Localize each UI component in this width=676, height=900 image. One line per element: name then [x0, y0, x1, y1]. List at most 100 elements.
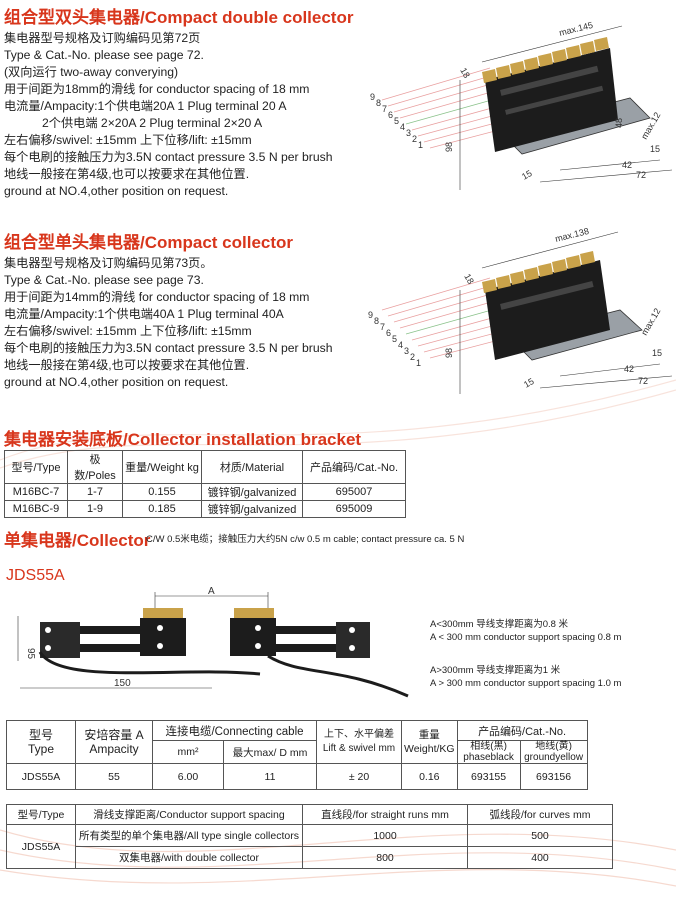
header-phase: 相线(黑) — [470, 741, 507, 752]
cell: 11 — [223, 763, 317, 790]
header-lift: 上下、水平偏差 — [324, 729, 394, 740]
pole-label: 9 — [368, 310, 373, 320]
collector-right — [230, 608, 409, 698]
table-header-row: 型号/Type 滑线支撑距离/Conductor support spacing… — [6, 804, 613, 825]
header-type-en: Type — [27, 742, 54, 756]
dim-15b: 15 — [522, 376, 536, 390]
spec-line: ground at NO.4,other position on request… — [4, 375, 229, 389]
pole-label: 7 — [382, 104, 387, 114]
spacing-note: A>300mm 导线支撑距离为1 米 — [430, 665, 561, 676]
spec-line: 每个电刷的接触压力为3.5N contact pressure 3.5 N pe… — [4, 150, 333, 164]
spec-line: 每个电刷的接触压力为3.5N contact pressure 3.5 N pe… — [4, 341, 333, 355]
cell: 1000 — [302, 824, 468, 847]
col-header: 直线段/for straight runs mm — [302, 804, 468, 825]
cell: 400 — [467, 846, 613, 869]
cell: 500 — [467, 824, 613, 847]
pole-label: 4 — [400, 122, 405, 132]
dim-max-height: max.12 — [639, 306, 662, 337]
dim-spacing: 18 — [458, 66, 472, 80]
spec-line: Type & Cat.-No. please see page 72. — [4, 48, 204, 62]
dim-15a: 15 — [652, 348, 662, 358]
col-header: 上下、水平偏差 Lift & swivel mm — [316, 720, 402, 764]
pole-label: 5 — [394, 116, 399, 126]
double-collector-drawing: 9 8 7 6 5 4 3 2 1 max.145 18 98 — [370, 20, 673, 190]
header-type: 型号 — [28, 728, 53, 742]
header-ground-en: groundyellow — [524, 752, 584, 763]
spec-line: (双向运行 two-away converying) — [4, 65, 179, 79]
cell: ± 20 — [316, 763, 402, 790]
cell: 55 — [75, 763, 153, 790]
header-weight: 重量 — [418, 729, 440, 741]
col-subheader: mm² — [152, 740, 224, 764]
dim-72: 72 — [636, 170, 646, 180]
support-spacing-table: 型号/Type 滑线支撑距离/Conductor support spacing… — [6, 804, 613, 869]
spec-line: 电流量/Ampacity:1个供电端20A 1 Plug terminal 20… — [4, 99, 287, 113]
dim-height: 95 — [25, 648, 36, 660]
header-ampacity: 安培容量 A — [84, 728, 144, 742]
table-row: M16BC-9 1-9 0.185 镀锌钢/galvanized 695009 — [4, 500, 406, 518]
dim-42: 42 — [622, 160, 632, 170]
dim-72: 72 — [638, 376, 648, 386]
table-header-row: 型号 Type 安培容量 A Ampacity 连接电缆/Connecting … — [6, 720, 588, 764]
section-title-compact-collector: 组合型单头集电器/Compact collector — [4, 233, 294, 252]
spec-line: 集电器型号规格及订购编码见第72页 — [4, 31, 201, 45]
col-header: 弧线段/for curves mm — [467, 804, 613, 825]
cell: 6.00 — [152, 763, 224, 790]
pole-label: 8 — [374, 316, 379, 326]
header-weight-en: Weight/KG — [404, 743, 455, 755]
dim-15b: 15 — [520, 168, 534, 182]
spacing-notes: A<300mm 导线支撑距离为0.8 米 A < 300 mm conducto… — [430, 618, 621, 690]
cell: 693155 — [456, 763, 521, 790]
table-row: 双集电器/with double collector 800 400 — [7, 846, 613, 869]
spacing-note: A > 300 mm conductor support spacing 1.0… — [430, 678, 622, 689]
header-phase-en: phaseblack — [463, 752, 514, 763]
dim-spacing: 18 — [462, 272, 476, 286]
cell: 695007 — [302, 483, 406, 501]
cell: M16BC-9 — [4, 500, 68, 518]
col-header: 滑线支撑距离/Conductor support spacing — [75, 804, 303, 825]
pole-label: 8 — [376, 98, 381, 108]
collector-spec-table: 型号 Type 安培容量 A Ampacity 连接电缆/Connecting … — [6, 720, 588, 790]
pole-label: 3 — [404, 346, 409, 356]
compact-collector-drawing: 9 8 7 6 5 4 3 2 1 max.138 18 98 max.12 4… — [368, 226, 673, 394]
col-header: 极数/Poles — [67, 450, 123, 484]
collector-left — [38, 608, 261, 676]
cell: 800 — [302, 846, 468, 869]
pole-label: 3 — [406, 128, 411, 138]
header-ground: 地线(黄) — [535, 741, 572, 752]
col-header: 型号/Type — [4, 450, 68, 484]
pole-label: 7 — [380, 322, 385, 332]
dim-max-width: max.138 — [554, 226, 590, 244]
pole-label: 1 — [418, 140, 423, 150]
cell: 0.185 — [122, 500, 202, 518]
collector-body — [482, 37, 618, 152]
spec-line: 地线一般接在第4级,也可以按要求在其他位置. — [4, 358, 250, 372]
dim-height: 98 — [444, 348, 454, 358]
cell: 695009 — [302, 500, 406, 518]
spec-line: 集电器型号规格及订购编码见第73页。 — [4, 256, 213, 270]
spec-line: 用于间距为14mm的滑线 for conductor spacing of 18… — [4, 290, 310, 304]
cell: JDS55A — [6, 824, 76, 869]
table-row: M16BC-7 1-7 0.155 镀锌钢/galvanized 695007 — [4, 483, 406, 501]
spec-line: 左右偏移/swivel: ±15mm 上下位移/lift: ±15mm — [4, 324, 252, 338]
single-collector-drawing: A 95 150 — [17, 586, 409, 698]
spacing-note: A<300mm 导线支撑距离为0.8 米 — [430, 619, 569, 630]
col-subheader: 地线(黄) groundyellow — [519, 740, 588, 764]
spec-line: 电流量/Ampacity:1个供电端40A 1 Plug terminal 40… — [4, 307, 284, 321]
col-header: 安培容量 A Ampacity — [75, 720, 153, 764]
col-header: 型号 Type — [6, 720, 76, 764]
cell: M16BC-7 — [4, 483, 68, 501]
cell: 0.155 — [122, 483, 202, 501]
header-ampacity-en: Ampacity — [89, 742, 139, 756]
pole-label: 4 — [398, 340, 403, 350]
spec-line: 2个供电端 2×20A 2 Plug terminal 2×20 A — [42, 116, 263, 130]
pole-label: 5 — [392, 334, 397, 344]
spacing-note: A < 300 mm conductor support spacing 0.8… — [430, 632, 622, 643]
dim-15a: 15 — [650, 144, 660, 154]
col-header: 重量/Weight kg — [122, 450, 202, 484]
col-subheader: 相线(黑) phaseblack — [456, 740, 521, 764]
double-collector-spec-text: 集电器型号规格及订购编码见第72页 Type & Cat.-No. please… — [4, 30, 333, 200]
cell: 1-9 — [67, 500, 123, 518]
col-header: 连接电缆/Connecting cable — [152, 720, 317, 741]
dim-max-width: max.145 — [558, 20, 594, 38]
